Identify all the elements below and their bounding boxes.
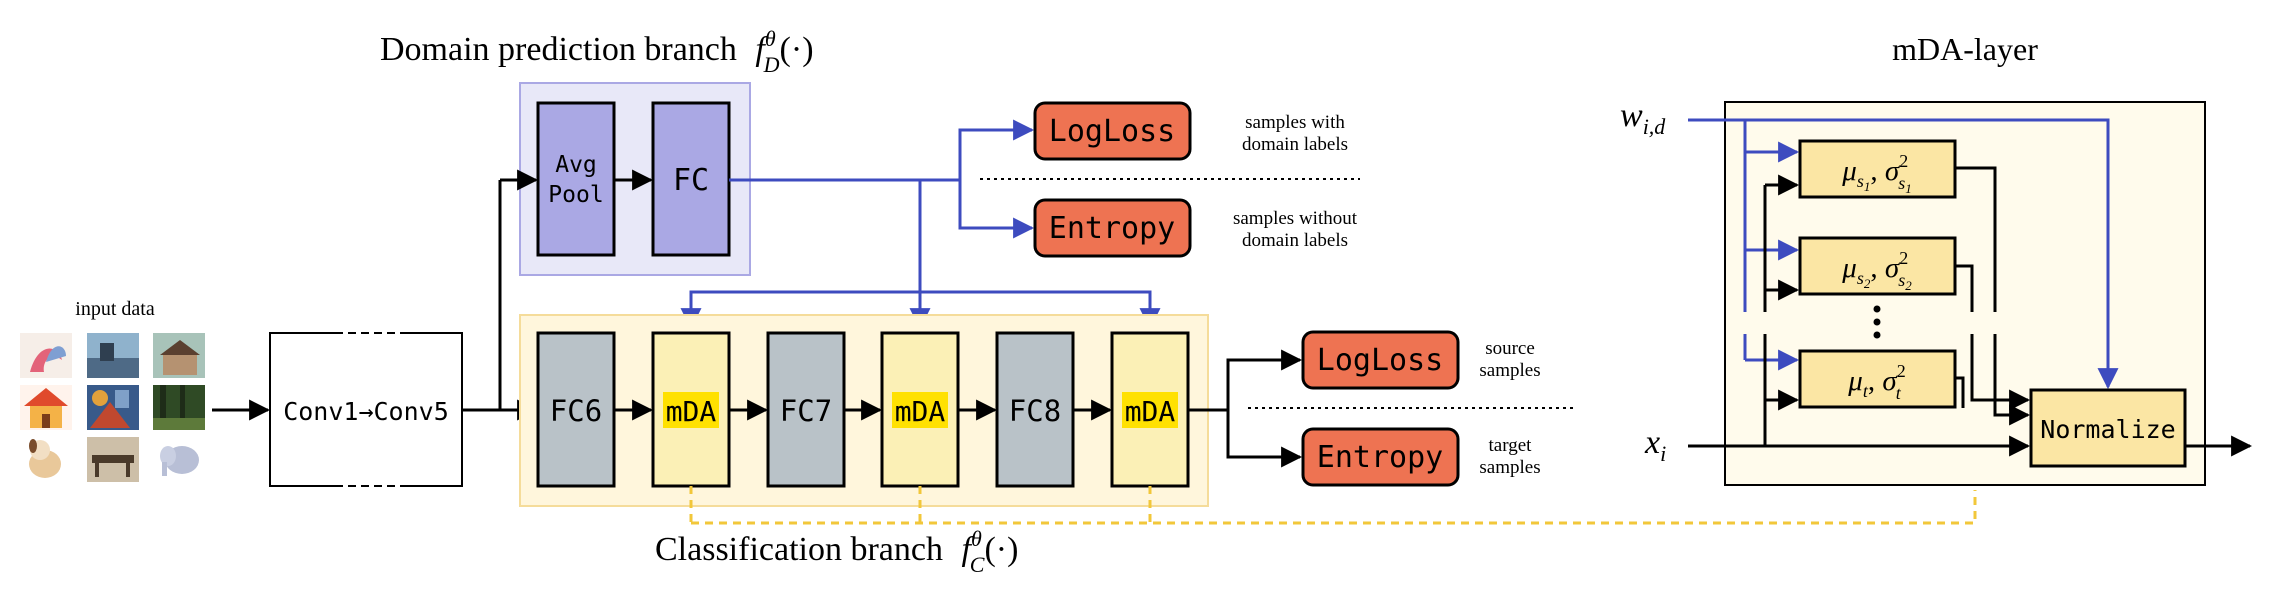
thumbnail-elephant-clipart xyxy=(153,437,205,482)
w-input-label: wi,d xyxy=(1620,97,1666,139)
fc8-block: FC8 xyxy=(995,331,1075,488)
mda-layer-title: mDA-layer xyxy=(1892,31,2038,67)
x-input-label: xi xyxy=(1644,424,1666,466)
svg-text:FC6: FC6 xyxy=(550,394,602,428)
svg-text:Entropy: Entropy xyxy=(1049,211,1175,246)
fc6-block: FC6 xyxy=(536,331,616,488)
thumbnail-red-house-clipart xyxy=(20,385,72,430)
entropy-target-box: Entropy xyxy=(1301,427,1460,487)
thumbnail-dog-clipart xyxy=(20,437,72,482)
svg-text:Pool: Pool xyxy=(548,182,603,208)
svg-text:FC: FC xyxy=(673,163,709,198)
normalize-block: Normalize xyxy=(2029,388,2187,468)
conv-label: Conv1→Conv5 xyxy=(283,397,449,426)
svg-text:mDA: mDA xyxy=(1125,395,1176,428)
thumbnail-house-photo xyxy=(153,333,205,378)
classification-output-arrows xyxy=(1188,349,1303,468)
mda-detail-connector xyxy=(689,486,1977,525)
thumbnail-painting xyxy=(87,385,139,430)
svg-text:LogLoss: LogLoss xyxy=(1049,114,1175,149)
svg-text:FC8: FC8 xyxy=(1009,394,1061,428)
svg-text:Avg: Avg xyxy=(555,152,597,178)
entropy-domain-box: Entropy xyxy=(1033,198,1192,258)
avgpool-block: Avg Pool xyxy=(536,101,616,257)
svg-text:Entropy: Entropy xyxy=(1317,440,1443,475)
input-thumbnails xyxy=(20,333,205,482)
mda-block-1: mDA xyxy=(651,331,731,488)
logloss-source-box: LogLoss xyxy=(1301,330,1460,390)
input-data-label: input data xyxy=(75,298,155,320)
thumbnail-beach-photo xyxy=(87,333,139,378)
svg-text:μt, σ2t: μt, σ2t xyxy=(1847,361,1905,403)
svg-text:mDA: mDA xyxy=(895,395,946,428)
conv-block: Conv1→Conv5 xyxy=(269,331,463,488)
svg-text:mDA: mDA xyxy=(666,395,717,428)
thumbnail-forest-photo xyxy=(153,385,205,430)
fc7-block: FC7 xyxy=(766,331,846,488)
domain-prediction-arrows xyxy=(680,119,1161,330)
svg-text:FC7: FC7 xyxy=(780,394,832,428)
logloss-domain-box: LogLoss xyxy=(1033,101,1192,161)
mda-block-3: mDA xyxy=(1110,331,1190,488)
vertical-ellipsis xyxy=(1873,305,1881,339)
thumbnail-flower-image xyxy=(20,333,72,378)
mda-block-2: mDA xyxy=(880,331,960,488)
svg-text:Normalize: Normalize xyxy=(2040,415,2175,444)
svg-text:LogLoss: LogLoss xyxy=(1317,343,1443,378)
thumbnail-bench-photo xyxy=(87,437,139,482)
fc-block: FC xyxy=(651,101,731,257)
